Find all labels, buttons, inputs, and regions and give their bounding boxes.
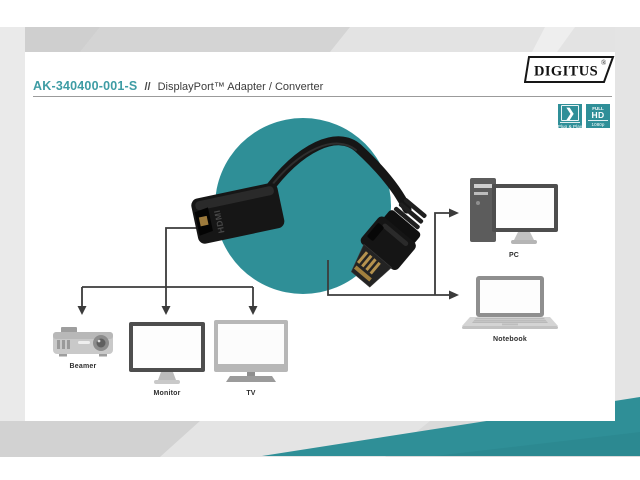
page-header: AK-340400-001-S // DisplayPort™ Adapter … bbox=[33, 79, 323, 93]
device-notebook: Notebook bbox=[460, 276, 560, 343]
product-code: AK-340400-001-S bbox=[33, 79, 138, 93]
plug-body-highlight bbox=[382, 223, 409, 246]
tv-icon bbox=[214, 320, 288, 382]
full-hd-bottom-label: 1080p bbox=[591, 121, 605, 127]
hdmi-body-highlight bbox=[195, 186, 274, 211]
top-band-highlight bbox=[532, 27, 575, 52]
arrowheads bbox=[77, 208, 459, 315]
hdmi-port-contact bbox=[198, 215, 209, 227]
device-label: Notebook bbox=[493, 336, 527, 343]
registered-mark: ® bbox=[601, 59, 607, 67]
notebook-icon bbox=[462, 276, 558, 329]
logo-text: DIGITUS bbox=[534, 64, 598, 80]
plug-and-play-label: Plug & Play bbox=[557, 123, 583, 129]
bottom-white-strip bbox=[0, 457, 640, 480]
beamer-icon bbox=[53, 327, 113, 357]
brand-logo: DIGITUS ® bbox=[524, 56, 615, 83]
badge-divider bbox=[587, 119, 609, 121]
beamer-arrowhead bbox=[77, 306, 87, 315]
connection-lines bbox=[81, 212, 450, 307]
plug-latch bbox=[367, 223, 384, 241]
device-label: Beamer bbox=[69, 363, 97, 370]
pc-icon bbox=[470, 178, 558, 244]
strain-relief bbox=[393, 198, 427, 230]
device-label: TV bbox=[246, 390, 256, 397]
displayport-plug bbox=[351, 198, 427, 288]
hdmi-marking: HDMI bbox=[212, 209, 227, 234]
top-band-facet bbox=[80, 27, 350, 52]
plug-gold-pins bbox=[353, 251, 381, 282]
monitor-icon bbox=[129, 322, 205, 384]
tv-arrowhead bbox=[248, 306, 258, 315]
device-beamer: Beamer bbox=[46, 327, 120, 370]
device-tv: TV bbox=[211, 320, 291, 397]
hdmi-branch-line bbox=[165, 227, 200, 287]
right-margin-strip bbox=[615, 27, 640, 457]
full-hd-mid-label: HD bbox=[591, 110, 605, 120]
device-label: PC bbox=[508, 252, 520, 259]
bottom-band-facet bbox=[0, 421, 200, 457]
pc-arrowhead bbox=[449, 208, 459, 218]
hdmi-connector: HDMI bbox=[191, 183, 285, 244]
left-margin-strip bbox=[0, 27, 25, 457]
notebook-arrow-line bbox=[327, 260, 450, 296]
logo-frame bbox=[524, 56, 615, 83]
full-hd-top-label: FULL bbox=[592, 106, 604, 111]
title-separator: // bbox=[144, 81, 151, 93]
teal-circle bbox=[215, 118, 391, 294]
device-pc: PC bbox=[464, 176, 564, 259]
monitor-arrowhead bbox=[161, 306, 171, 315]
teal-wedge-facet bbox=[435, 432, 640, 456]
plug-and-play-icon: ❯ bbox=[560, 105, 580, 121]
device-monitor: Monitor bbox=[127, 322, 207, 397]
page-title: DisplayPort™ Adapter / Converter bbox=[157, 81, 324, 93]
pc-arrow-line bbox=[434, 212, 450, 295]
plug-and-play-badge: ❯ Plug & Play bbox=[557, 104, 583, 129]
full-hd-badge: FULL HD 1080p bbox=[586, 104, 610, 128]
header-rule bbox=[33, 96, 612, 97]
cable-highlight bbox=[267, 142, 357, 191]
device-label: Monitor bbox=[153, 390, 181, 397]
notebook-arrowhead bbox=[449, 290, 459, 300]
plug-collar bbox=[383, 210, 421, 245]
badge-divider bbox=[559, 121, 581, 123]
